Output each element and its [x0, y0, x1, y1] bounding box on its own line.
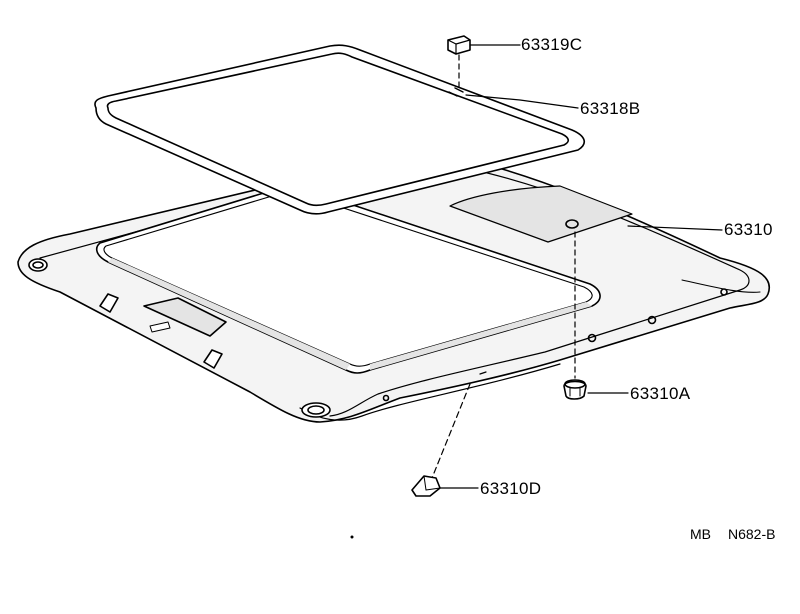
clip-63310a [563, 231, 587, 400]
speck [350, 535, 354, 539]
callout-63310: 63310 [724, 220, 773, 239]
clip-63319c [447, 35, 471, 89]
clip-63310d [411, 383, 471, 497]
leader-lines [439, 44, 723, 489]
headliner-panel [17, 151, 771, 423]
weatherstrip-frame [94, 44, 585, 215]
callout-63319c: 63319C [521, 35, 583, 54]
diagram-code-number: N682-B [728, 526, 776, 542]
diagram-code-prefix: MB [690, 526, 711, 542]
callout-63310d: 63310D [480, 479, 542, 498]
callout-63318b: 63318B [580, 99, 641, 118]
callout-63310a: 63310A [630, 384, 691, 403]
